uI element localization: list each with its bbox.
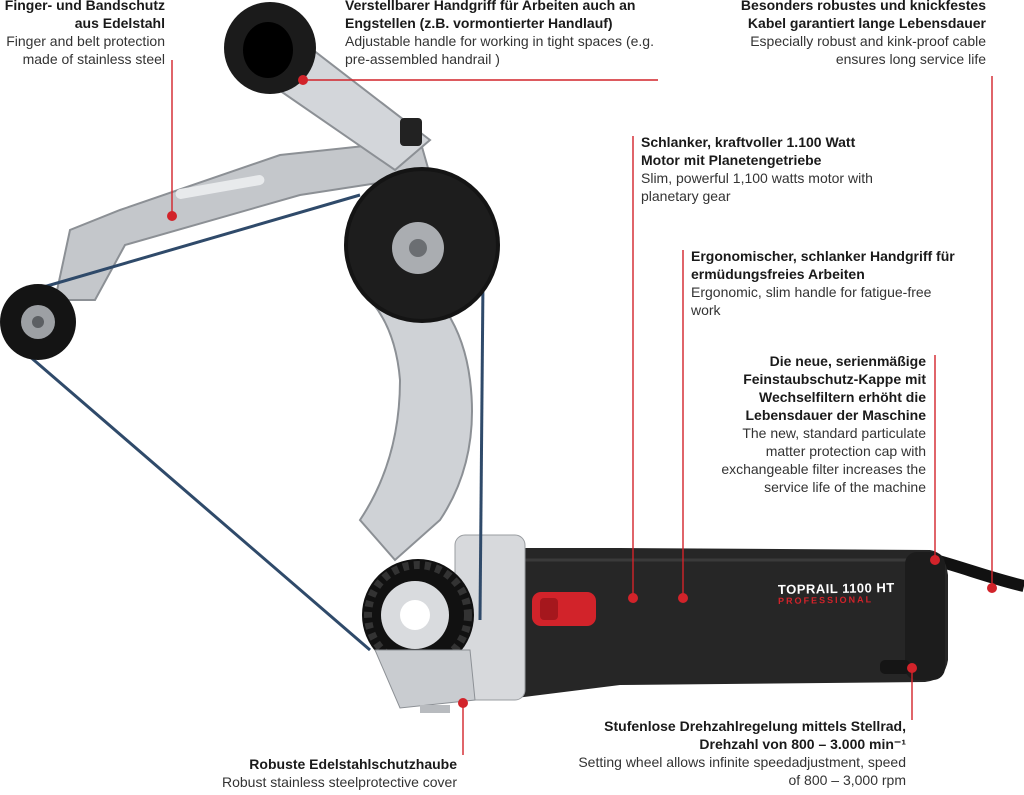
callout-grip-de: Ergonomischer, schlanker Handgriff für e… — [691, 248, 955, 282]
callout-cover-en: Robust stainless steelprotective cover — [222, 774, 457, 790]
handle-knob — [224, 2, 316, 94]
callout-cable: Besonders robustes und knickfestes Kabel… — [706, 0, 986, 68]
callout-dust-cap-de: Die neue, serienmäßige Feinstaubschutz-K… — [743, 353, 926, 423]
guard-frame — [53, 138, 432, 301]
left-wheel — [0, 284, 76, 360]
callout-cable-en: Especially robust and kink-proof cable e… — [750, 33, 986, 67]
motor-housing — [480, 548, 948, 700]
callout-motor-de: Schlanker, kraftvoller 1.100 Watt Motor … — [641, 134, 856, 168]
product-line: PROFESSIONAL — [778, 594, 874, 607]
callout-cover-de: Robuste Edelstahlschutzhaube — [249, 756, 457, 772]
callout-speed-en: Setting wheel allows infinite speedadjus… — [578, 754, 906, 788]
callout-motor: Schlanker, kraftvoller 1.100 Watt Motor … — [641, 133, 891, 205]
power-cable — [933, 554, 1024, 592]
dust-cap — [905, 552, 945, 680]
callout-motor-en: Slim, powerful 1,100 watts motor with pl… — [641, 170, 873, 204]
drive-wheel — [362, 559, 474, 671]
callout-handle-adjust: Verstellbarer Handgriff für Arbeiten auc… — [345, 0, 675, 68]
callout-guard-de: Finger- und Bandschutz aus Edelstahl — [4, 0, 165, 31]
callout-cover: Robuste Edelstahlschutzhaube Robust stai… — [187, 755, 457, 791]
protective-cover — [374, 649, 476, 709]
callout-guard: Finger- und Bandschutz aus Edelstahl Fin… — [0, 0, 165, 68]
callout-handle-adjust-en: Adjustable handle for working in tight s… — [345, 33, 654, 67]
callout-guard-en: Finger and belt protection made of stain… — [6, 33, 165, 67]
steel-arm — [358, 263, 473, 562]
callout-speed: Stufenlose Drehzahlregelung mittels Stel… — [566, 717, 906, 789]
callout-dust-cap: Die neue, serienmäßige Feinstaubschutz-K… — [706, 352, 926, 496]
callout-cable-de: Besonders robustes und knickfestes Kabel… — [740, 0, 986, 31]
callout-speed-de: Stufenlose Drehzahlregelung mittels Stel… — [604, 718, 906, 752]
callout-handle-adjust-de: Verstellbarer Handgriff für Arbeiten auc… — [345, 0, 636, 31]
abrasive-belt — [27, 193, 485, 652]
callout-grip: Ergonomischer, schlanker Handgriff für e… — [691, 247, 961, 319]
product-label: TOPRAIL 1100 HT PROFESSIONAL — [778, 580, 895, 606]
upper-wheel — [344, 167, 500, 323]
callout-dust-cap-en: The new, standard particulate matter pro… — [721, 425, 926, 495]
callout-grip-en: Ergonomic, slim handle for fatigue-free … — [691, 284, 932, 318]
